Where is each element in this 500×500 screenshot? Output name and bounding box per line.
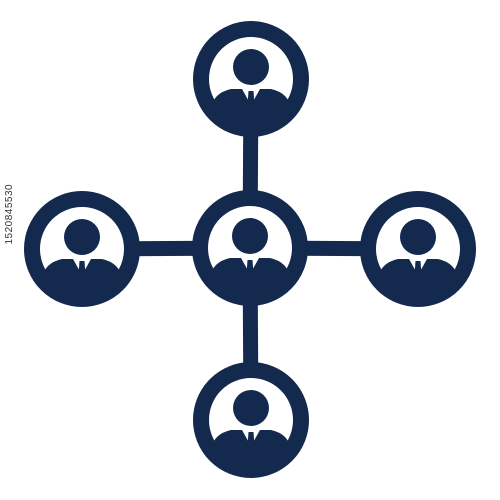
person-nodes: [24, 21, 476, 478]
person-suit-icon: [211, 89, 291, 122]
person-tie-icon: [247, 432, 255, 451]
person-tie-icon: [414, 261, 422, 280]
person-node-right: [360, 191, 476, 307]
person-suit-icon: [42, 259, 122, 292]
person-node-center: [192, 190, 308, 306]
person-head-icon: [233, 390, 269, 426]
person-tie-icon: [247, 91, 255, 110]
person-suit-icon: [211, 430, 291, 463]
person-head-icon: [233, 49, 269, 85]
person-node-left: [24, 191, 140, 307]
person-head-icon: [64, 219, 100, 255]
person-tie-icon: [246, 260, 254, 279]
person-head-icon: [232, 218, 268, 254]
person-node-top: [193, 21, 309, 137]
stock-id-text: 1520845530: [4, 183, 15, 245]
person-tie-icon: [78, 261, 86, 280]
person-head-icon: [400, 219, 436, 255]
person-suit-icon: [378, 259, 458, 292]
person-node-bottom: [193, 362, 309, 478]
person-suit-icon: [210, 258, 290, 291]
